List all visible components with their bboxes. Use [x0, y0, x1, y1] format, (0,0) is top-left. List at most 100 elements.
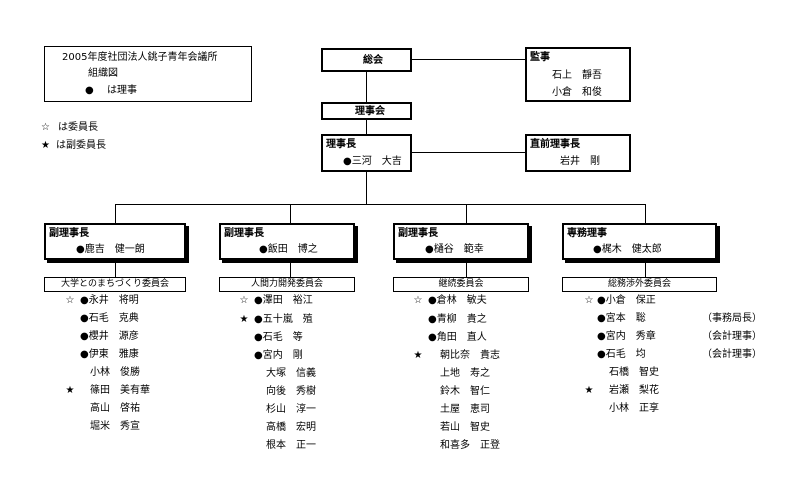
member-name: 高山 啓祐 — [90, 403, 140, 414]
member-name: ●永井 将明 — [80, 295, 139, 306]
line-drop-1 — [115, 204, 116, 224]
member-name: 篠田 美有華 — [90, 385, 150, 396]
member-list-2: ☆●澤田 裕江 ★●五十嵐 殖 ●石毛 等 ●宮内 剛 大塚 信義 向後 秀樹 … — [238, 296, 368, 456]
auditors-box: 監事 石上 靜吾 小倉 和俊 — [525, 47, 631, 102]
member-name: 若山 智史 — [440, 422, 490, 433]
member-name: ●宮内 剛 — [254, 350, 303, 361]
member-name: ●伊東 雅康 — [80, 349, 139, 360]
line-assembly-board — [366, 71, 367, 104]
legend-chair-text: は委員長 — [58, 122, 98, 133]
line-vice-committee-2 — [290, 259, 291, 277]
board-box: 理事会 — [321, 102, 412, 120]
member-name: ●石毛 等 — [254, 332, 303, 343]
legend-dot-text: は理事 — [107, 85, 137, 96]
managing-director-box: 専務理事 ●梶木 健太郎 — [562, 223, 717, 260]
member-list-3: ☆ ●倉林 敏夫 ●青柳 貴之 ●角田 直人 ★ 朝比奈 貴志 上地 寿之 鈴木 智… — [412, 296, 542, 456]
member-name: ●澤田 裕江 — [254, 295, 313, 306]
member-name: 鈴木 智仁 — [440, 386, 490, 397]
role-note: （会計理事） — [702, 349, 762, 360]
member-name: ●倉林 敏夫 — [428, 295, 487, 306]
vice-president-name: ●樋谷 範幸 — [425, 244, 484, 255]
auditor-name: 小倉 和俊 — [552, 87, 602, 98]
rank-mark: ★ — [239, 314, 249, 325]
president-box: 理事長 ●三河 大吉 — [321, 134, 412, 172]
member-list-1: ☆ ●永井 将明 ●石毛 克典 ●櫻井 源彦 ●伊東 雅康 小林 俊勝 ★ 篠田 美… — [64, 296, 194, 436]
vice-president-box-2: 副理事長 ●飯田 博之 — [219, 223, 355, 260]
member-name: ●石毛 均 — [597, 349, 646, 360]
legend-vice-star-icon: ★ — [41, 140, 50, 151]
general-assembly-box: 総会 — [321, 48, 412, 72]
member-name: ●宮内 秀章 — [597, 331, 656, 342]
president-title: 理事長 — [326, 139, 356, 150]
member-name: ●宮本 聡 — [597, 313, 646, 324]
member-name: 石橋 智史 — [609, 367, 659, 378]
member-name: ●青柳 貴之 — [428, 314, 487, 325]
managing-director-name: ●梶木 健太郎 — [593, 244, 662, 255]
org-subtitle: 組織図 — [88, 68, 118, 79]
member-name: 堀米 秀宣 — [90, 421, 140, 432]
legend-dot-icon: ● — [85, 85, 94, 96]
board-label: 理事会 — [355, 106, 385, 117]
line-drop-4 — [645, 204, 646, 224]
rank-mark: ☆ — [584, 295, 594, 306]
committee-box-3: 継続委員会 — [393, 277, 529, 292]
rank-mark: ☆ — [65, 295, 75, 306]
role-note: （事務局長） — [702, 313, 762, 324]
member-name: ●小倉 保正 — [597, 295, 656, 306]
committee-name: 総務渉外委員会 — [607, 279, 671, 289]
member-name: 和喜多 正登 — [440, 440, 500, 451]
member-list-4: ☆●小倉 保正 ●宮本 聡 （事務局長） ●宮内 秀章 （会計理事） ●石毛 均 （会… — [583, 296, 783, 420]
member-name: 杉山 淳一 — [266, 404, 316, 415]
vice-president-title: 副理事長 — [224, 228, 264, 239]
member-name: 小林 俊勝 — [90, 367, 140, 378]
line-vice-committee-3 — [466, 259, 467, 277]
past-president-name: 岩井 剛 — [560, 156, 600, 167]
rank-mark: ☆ — [239, 295, 249, 306]
org-title: 2005年度社団法人銚子青年会議所 — [62, 52, 218, 63]
rank-mark: ★ — [584, 385, 594, 396]
vice-president-box-1: 副理事長 ●鹿吉 健一朗 — [44, 223, 186, 260]
line-assembly-auditors — [411, 59, 526, 60]
member-name: ●櫻井 源彦 — [80, 331, 139, 342]
vice-president-name: ●飯田 博之 — [259, 244, 318, 255]
member-name: ●五十嵐 殖 — [254, 314, 313, 325]
general-assembly-label: 総会 — [363, 55, 383, 66]
line-president-past — [411, 152, 526, 153]
member-name: ●角田 直人 — [428, 332, 487, 343]
vice-president-title: 副理事長 — [49, 228, 89, 239]
committee-name: 大学とのまちづくり委員会 — [61, 279, 169, 289]
line-drop-3 — [466, 204, 467, 224]
committee-box-2: 人間力開発委員会 — [219, 277, 355, 292]
member-name: ●石毛 克典 — [80, 313, 139, 324]
org-title-box: 2005年度社団法人銚子青年会議所 組織図 ● は理事 — [44, 46, 252, 102]
line-president-bus — [366, 171, 367, 204]
president-name: ●三河 大吉 — [343, 156, 402, 167]
vice-president-box-3: 副理事長 ●樋谷 範幸 — [393, 223, 529, 260]
line-vice-committee-4 — [645, 259, 646, 277]
vice-president-name: ●鹿吉 健一朗 — [76, 244, 145, 255]
line-board-president — [366, 119, 367, 135]
auditor-name: 石上 靜吾 — [552, 70, 602, 81]
vice-president-title: 副理事長 — [398, 228, 438, 239]
member-name: 高橋 宏明 — [266, 422, 316, 433]
legend-chair-star-icon: ☆ — [41, 122, 50, 133]
rank-mark: ☆ — [413, 295, 423, 306]
past-president-box: 直前理事長 岩井 剛 — [525, 134, 631, 172]
member-name: 根本 正一 — [266, 440, 316, 451]
member-name: 岩瀬 梨花 — [609, 385, 659, 396]
rank-mark: ★ — [413, 350, 423, 361]
member-name: 朝比奈 貴志 — [440, 350, 500, 361]
role-note: （会計理事） — [702, 331, 762, 342]
auditors-title: 監事 — [530, 52, 550, 63]
member-name: 大塚 信義 — [266, 368, 316, 379]
line-drop-2 — [290, 204, 291, 224]
rank-mark: ★ — [65, 385, 75, 396]
committee-name: 人間力開発委員会 — [250, 279, 323, 289]
past-president-title: 直前理事長 — [530, 139, 580, 150]
committee-name: 継続委員会 — [438, 279, 484, 289]
member-name: 小林 正享 — [609, 403, 659, 414]
line-vice-committee-1 — [115, 259, 116, 277]
line-horizontal-bus — [115, 204, 646, 205]
committee-box-4: 総務渉外委員会 — [562, 277, 717, 292]
member-name: 上地 寿之 — [440, 368, 490, 379]
